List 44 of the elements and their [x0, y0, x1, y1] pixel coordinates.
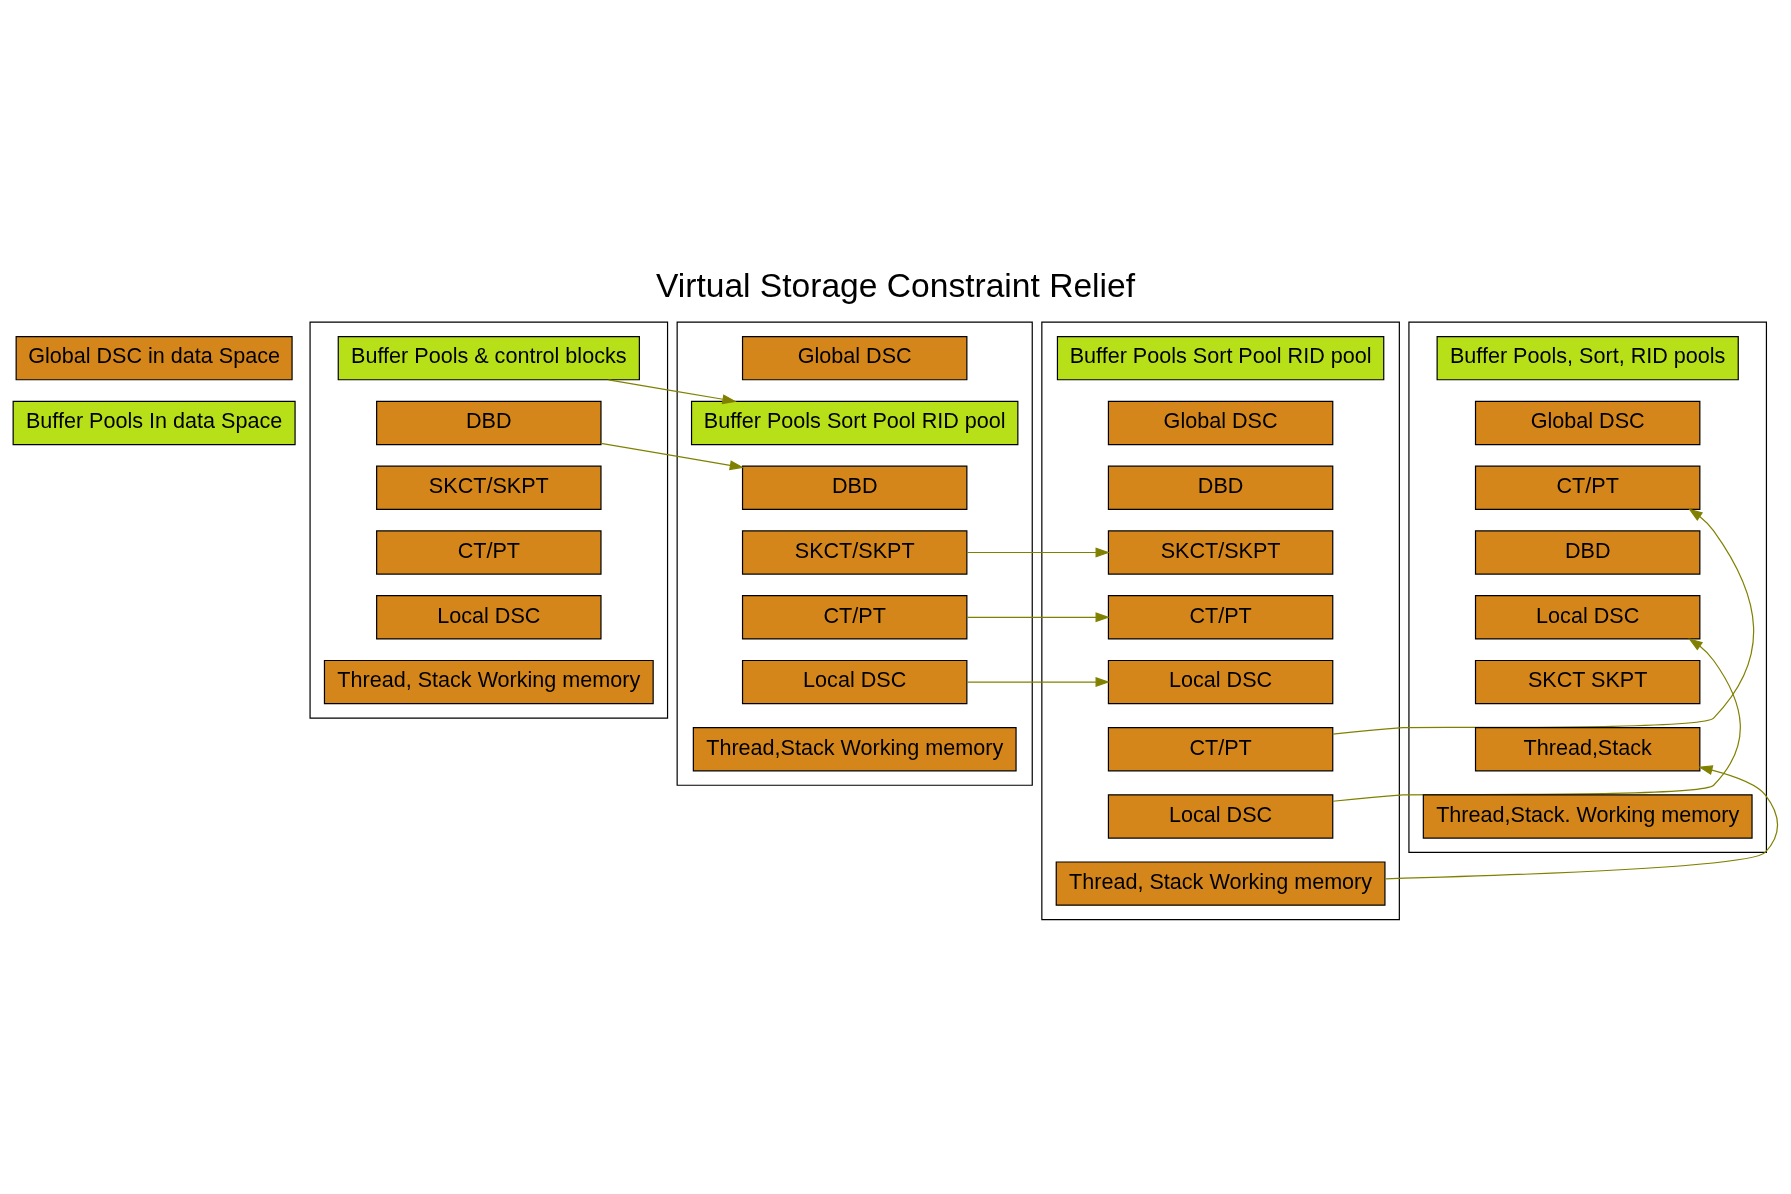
arrow	[966, 611, 1110, 622]
node-box: DBD	[741, 465, 968, 510]
node-box: Local DSC	[376, 594, 602, 639]
cluster	[676, 321, 1033, 786]
node-box: CT/PT	[1107, 726, 1334, 771]
node-box: Thread,Stack	[1474, 726, 1701, 771]
arrow	[1384, 764, 1779, 879]
node-box: Local DSC	[1107, 793, 1334, 839]
node-box: Local DSC	[1474, 594, 1701, 639]
node-box: Local DSC	[1107, 659, 1334, 704]
node-box: Thread,Stack. Working memory	[1422, 793, 1753, 839]
node-box: Buffer Pools Sort Pool RID pool	[690, 400, 1019, 445]
node-box: Thread, Stack Working memory	[323, 659, 654, 704]
node-box: CT/PT	[1107, 594, 1334, 639]
node-box: Global DSC	[741, 335, 968, 380]
node-box: Thread,Stack Working memory	[692, 726, 1017, 771]
arrow	[1332, 508, 1755, 735]
node-box: Global DSC in data Space	[15, 335, 293, 380]
node-box: Buffer Pools, Sort, RID pools	[1436, 335, 1739, 380]
arrow	[966, 676, 1110, 687]
node-box: DBD	[1474, 529, 1701, 575]
node-box: SKCT/SKPT	[376, 465, 602, 510]
arrow	[608, 378, 737, 404]
node-box: Global DSC	[1474, 400, 1701, 445]
arrow	[966, 546, 1110, 558]
node-box: SKCT/SKPT	[1107, 529, 1334, 575]
node-box: SKCT SKPT	[1474, 659, 1701, 704]
node-box: Buffer Pools & control blocks	[337, 335, 640, 380]
cluster	[309, 321, 669, 719]
cluster	[1408, 321, 1768, 853]
node-box: CT/PT	[376, 529, 602, 575]
diagram-title: Virtual Storage Constraint Relief	[655, 266, 1136, 304]
node-box: DBD	[376, 400, 602, 445]
node-box: Buffer Pools In data Space	[12, 400, 296, 445]
node-box: CT/PT	[741, 594, 968, 639]
arrow	[600, 442, 745, 470]
node-box: Thread, Stack Working memory	[1055, 860, 1386, 906]
node-box: SKCT/SKPT	[741, 529, 968, 575]
node-box: Global DSC	[1107, 400, 1334, 445]
node-box: Local DSC	[741, 659, 968, 704]
cluster	[1041, 321, 1400, 920]
node-box: DBD	[1107, 465, 1334, 510]
node-box: CT/PT	[1474, 465, 1701, 510]
node-box: Buffer Pools Sort Pool RID pool	[1056, 335, 1385, 380]
